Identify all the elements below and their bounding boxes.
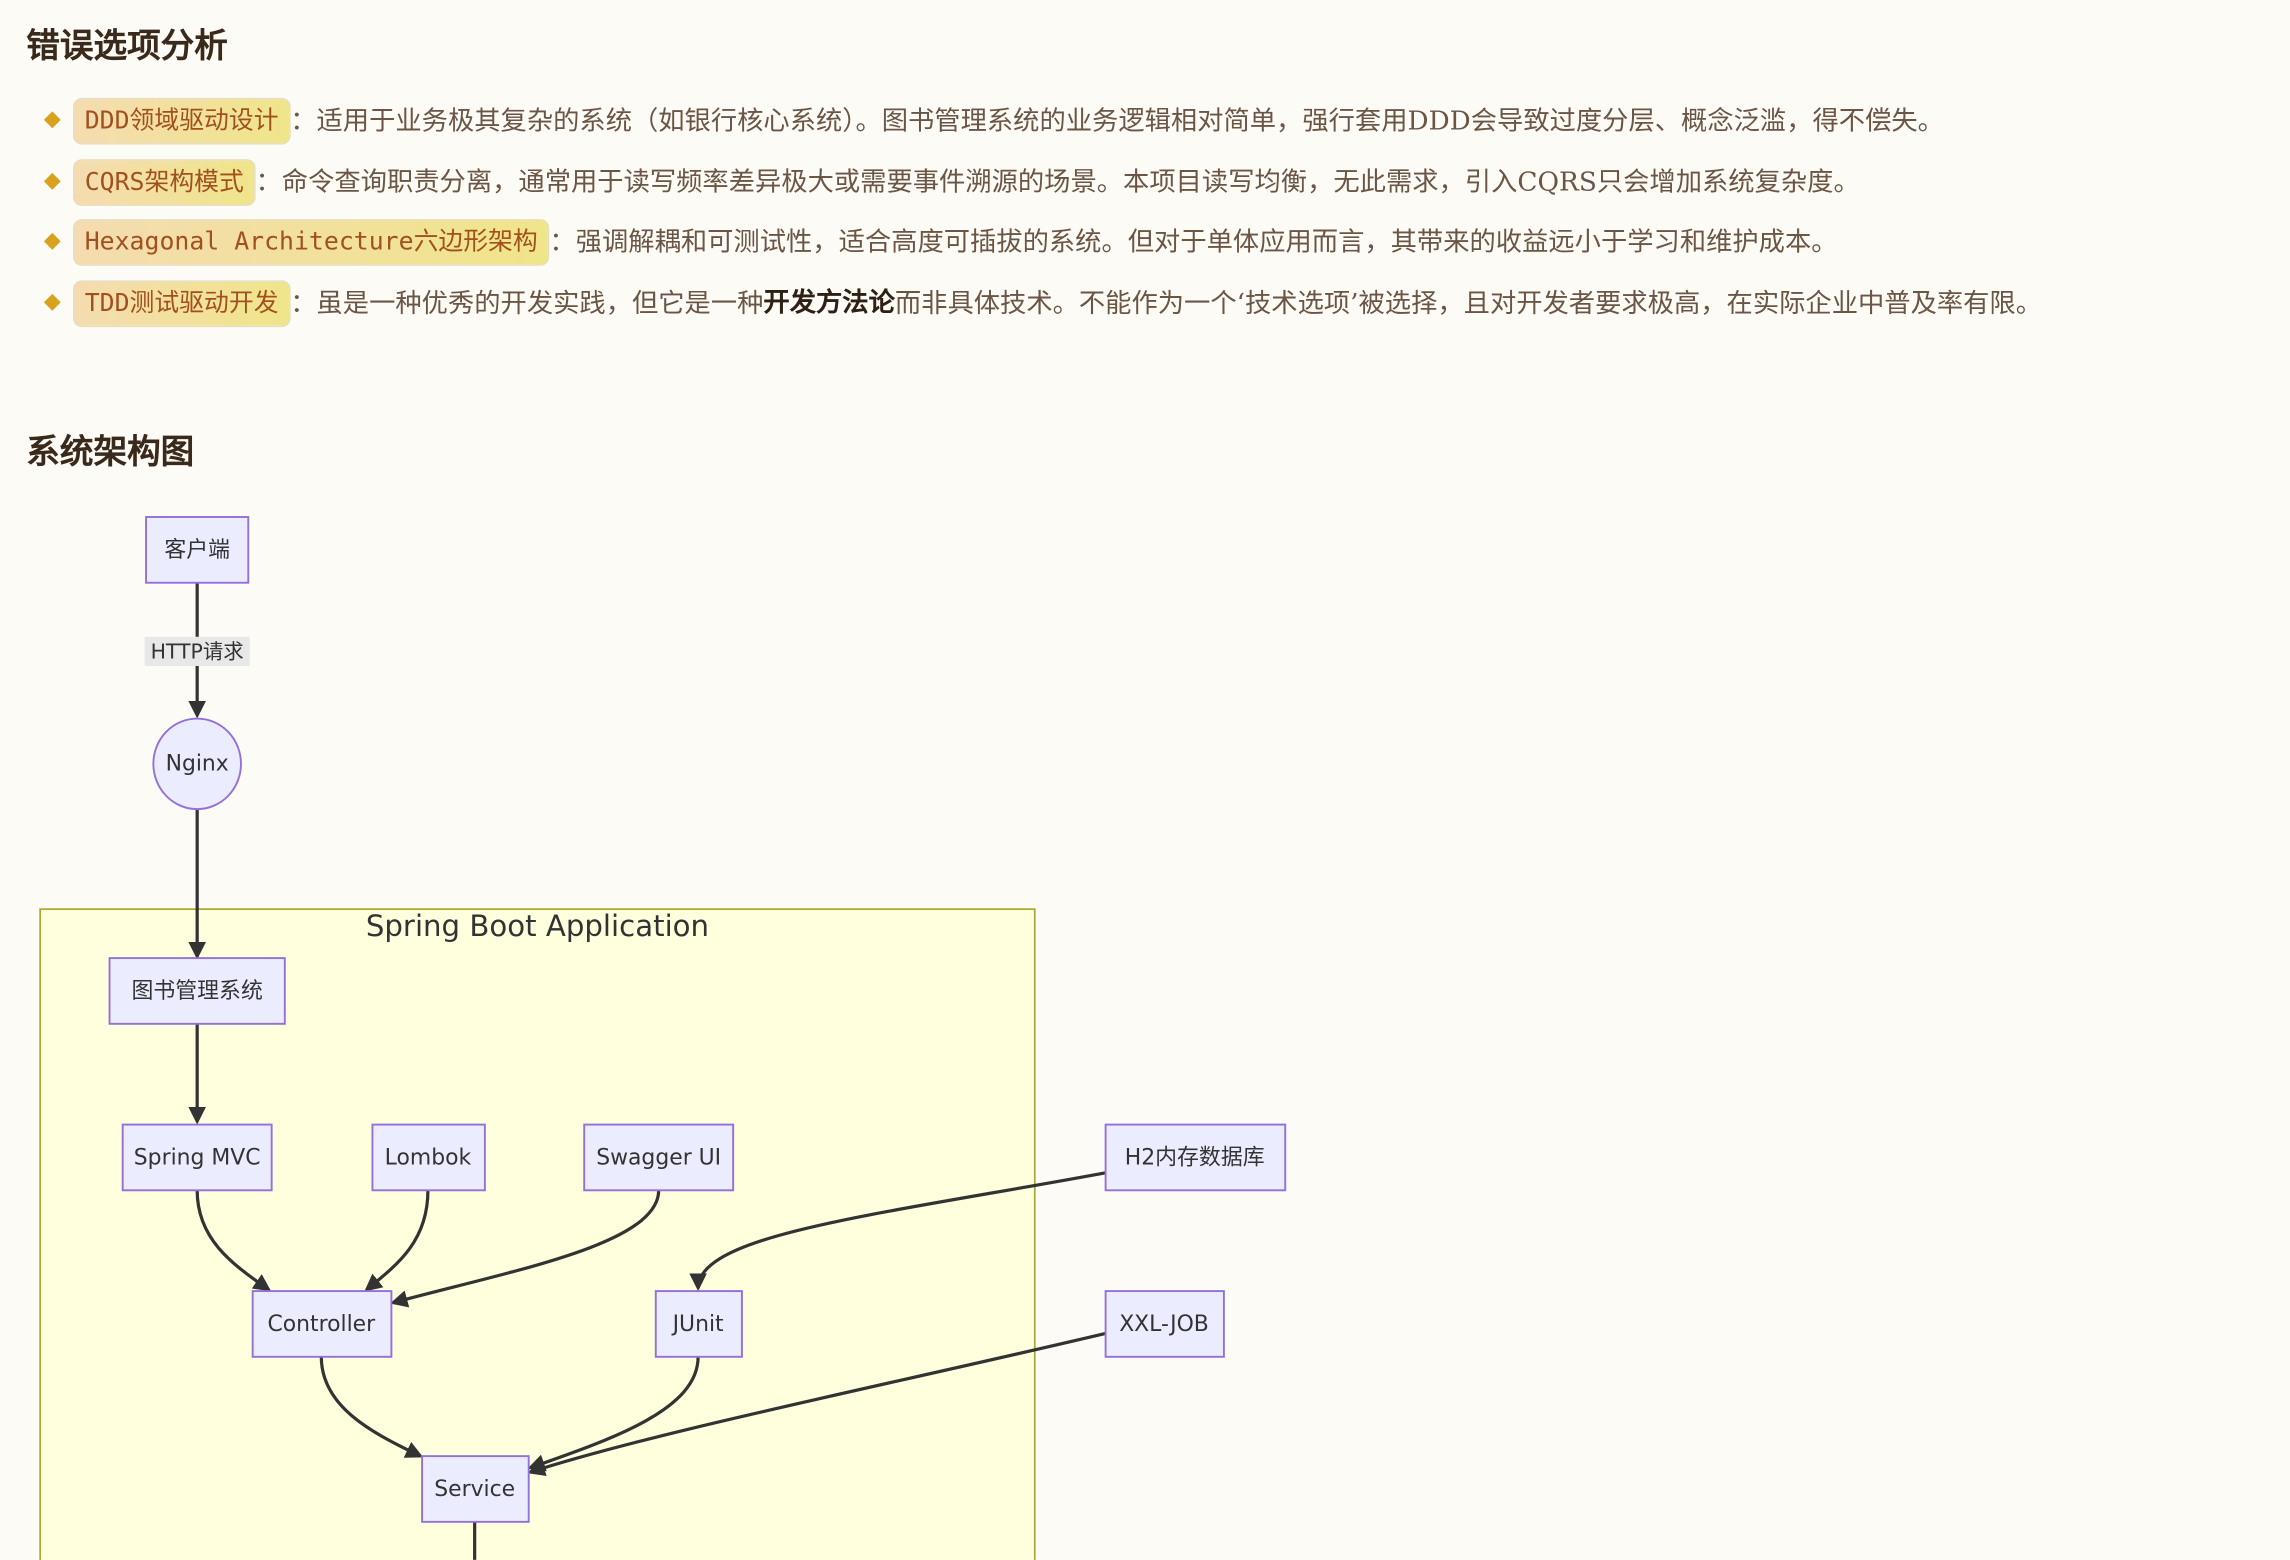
svg-text:Service: Service bbox=[434, 1477, 515, 1502]
svg-text:图书管理系统: 图书管理系统 bbox=[131, 979, 262, 1004]
item-description: ：命令查询职责分离，通常用于读写频率差异极大或需要事件溯源的场景。本项目读写均衡… bbox=[255, 166, 1860, 198]
svg-text:H2内存数据库: H2内存数据库 bbox=[1125, 1146, 1265, 1171]
edge-springmvc-controller bbox=[195, 1190, 272, 1292]
analysis-heading: 错误选项分析 bbox=[26, 26, 228, 66]
list-item: ◆ TDD测试驱动开发：虽是一种优秀的开发实践，但它是一种开发方法论而非具体技术。… bbox=[41, 272, 2276, 327]
node-controller[interactable]: Controller bbox=[251, 1290, 393, 1358]
svg-text:Swagger UI: Swagger UI bbox=[596, 1146, 721, 1171]
node-junit[interactable]: JUnit bbox=[654, 1290, 743, 1358]
item-description: ：适用于业务极其复杂的系统（如银行核心系统）。图书管理系统的业务逻辑相对简单，强… bbox=[290, 105, 1944, 137]
wrong-options-list: ◆ DDD领域驱动设计：适用于业务极其复杂的系统（如银行核心系统）。图书管理系统的… bbox=[41, 91, 2276, 328]
item-description-end: 而非具体技术。不能作为一个‘技术选项’被选择，且对开发者要求极高，在实际企业中普… bbox=[894, 287, 2043, 319]
edge-label-http: HTTP请求 bbox=[151, 639, 244, 663]
svg-text:JUnit: JUnit bbox=[671, 1312, 724, 1337]
diamond-bullet-icon: ◆ bbox=[43, 105, 61, 132]
list-item: ◆ CQRS架构模式：命令查询职责分离，通常用于读写频率差异极大或需要事件溯源的场… bbox=[41, 151, 2276, 212]
svg-text:客户端: 客户端 bbox=[164, 538, 230, 563]
item-description-start: ：虽是一种优秀的开发实践，但它是一种 bbox=[290, 287, 764, 319]
edge-lombok-controller bbox=[364, 1190, 430, 1292]
term-badge: Hexagonal Architecture六边形架构 bbox=[73, 219, 550, 266]
node-swagger-ui[interactable]: Swagger UI bbox=[583, 1123, 735, 1192]
svg-text:Lombok: Lombok bbox=[385, 1146, 472, 1171]
node-lombok[interactable]: Lombok bbox=[371, 1123, 486, 1192]
term-badge: CQRS架构模式 bbox=[73, 158, 256, 206]
architecture-heading: 系统架构图 bbox=[26, 432, 195, 472]
node-h2-database[interactable]: H2内存数据库 bbox=[1104, 1123, 1287, 1192]
item-description: ：强调解耦和可测试性，适合高度可插拔的系统。但对于单体应用而言，其带来的收益远小… bbox=[549, 227, 1838, 258]
list-item: ◆ DDD领域驱动设计：适用于业务极其复杂的系统（如银行核心系统）。图书管理系统的… bbox=[41, 91, 2276, 152]
edge-junit-service bbox=[527, 1356, 700, 1472]
diamond-bullet-icon: ◆ bbox=[43, 165, 61, 193]
node-service[interactable]: Service bbox=[421, 1455, 530, 1523]
edge-swagger-controller bbox=[390, 1190, 661, 1308]
svg-text:Nginx: Nginx bbox=[166, 751, 229, 776]
node-library-system[interactable]: 图书管理系统 bbox=[108, 957, 286, 1025]
edge-h2-junit bbox=[689, 1171, 1106, 1292]
subgraph-title: Spring Boot Application bbox=[366, 909, 709, 943]
node-spring-mvc[interactable]: Spring MVC bbox=[121, 1123, 273, 1192]
node-nginx[interactable]: Nginx bbox=[152, 717, 242, 811]
diamond-bullet-icon: ◆ bbox=[43, 226, 61, 253]
svg-text:XXL-JOB: XXL-JOB bbox=[1119, 1312, 1209, 1337]
svg-text:Spring MVC: Spring MVC bbox=[134, 1146, 261, 1171]
item-description-bold: 开发方法论 bbox=[763, 286, 895, 318]
list-item: ◆ Hexagonal Architecture六边形架构：强调解耦和可测试性，适… bbox=[41, 212, 2276, 273]
edge-xxljob-service bbox=[527, 1331, 1106, 1477]
node-client[interactable]: 客户端 bbox=[145, 516, 250, 584]
node-xxl-job[interactable]: XXL-JOB bbox=[1104, 1290, 1225, 1358]
svg-text:Controller: Controller bbox=[267, 1312, 375, 1337]
edge-label-bg bbox=[144, 636, 250, 666]
edge-controller-service bbox=[319, 1356, 424, 1458]
term-badge: TDD测试驱动开发 bbox=[73, 279, 291, 327]
diamond-bullet-icon: ◆ bbox=[43, 286, 61, 314]
term-badge: DDD领域驱动设计 bbox=[73, 97, 291, 145]
